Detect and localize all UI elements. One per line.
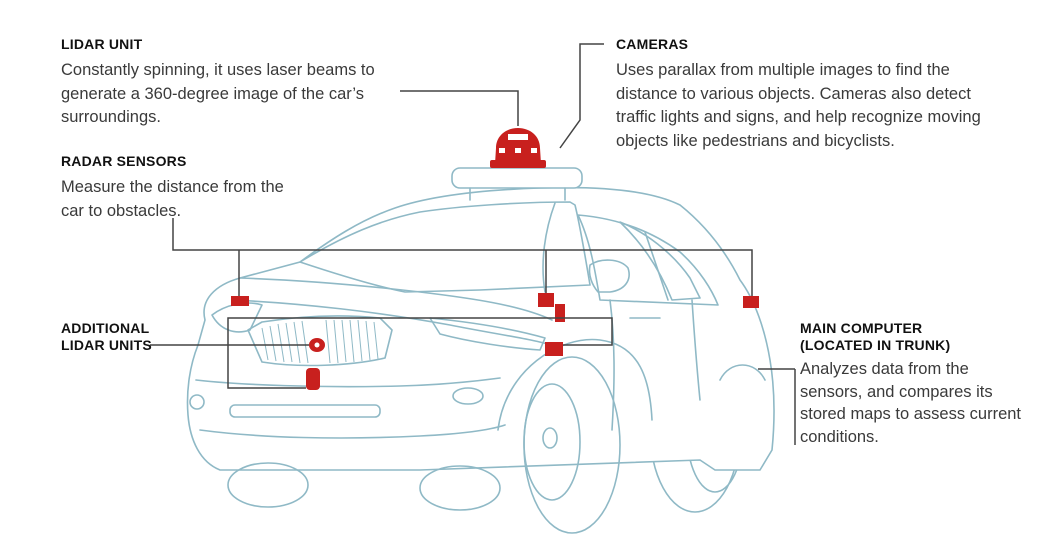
cameras-title: CAMERAS [616, 36, 689, 52]
lidar-unit-title: LIDAR UNIT [61, 36, 143, 52]
radar-sensor-center [538, 293, 554, 307]
main-computer-label: MAIN COMPUTER(LOCATED IN TRUNK) Analyzes… [800, 320, 1030, 448]
cameras-description: Uses parallax from multiple images to fi… [616, 61, 981, 150]
main-computer-title: MAIN COMPUTER(LOCATED IN TRUNK) [800, 320, 1030, 354]
radar-sensor-right [743, 296, 759, 308]
lidar-unit-description: Constantly spinning, it uses laser beams… [61, 61, 375, 126]
cameras-label: CAMERAS Uses parallax from multiple imag… [616, 35, 996, 153]
additional-lidar-title-line2: LIDAR UNITS [61, 337, 152, 353]
sensor-mirror [555, 304, 565, 322]
additional-lidar-sensor [309, 338, 325, 352]
leader-lines [150, 43, 796, 445]
lidar-unit-sensor [490, 128, 546, 168]
lidar-unit-label: LIDAR UNIT Constantly spinning, it uses … [61, 35, 421, 130]
radar-sensors-description: Measure the distance from the car to obs… [61, 178, 284, 220]
main-computer-title-line2: (LOCATED IN TRUNK) [800, 337, 951, 353]
car-illustration [186, 167, 775, 534]
radar-sensors-title: RADAR SENSORS [61, 153, 187, 169]
additional-lidar-title-line1: ADDITIONAL [61, 320, 150, 336]
main-computer-title-line1: MAIN COMPUTER [800, 320, 923, 336]
radar-sensor-left [231, 296, 249, 306]
main-computer-description: Analyzes data from the sensors, and comp… [800, 360, 1022, 446]
main-computer-indicator [545, 342, 563, 356]
radar-sensors-label: RADAR SENSORS Measure the distance from … [61, 152, 291, 223]
bumper-lidar-sensor [306, 368, 320, 390]
